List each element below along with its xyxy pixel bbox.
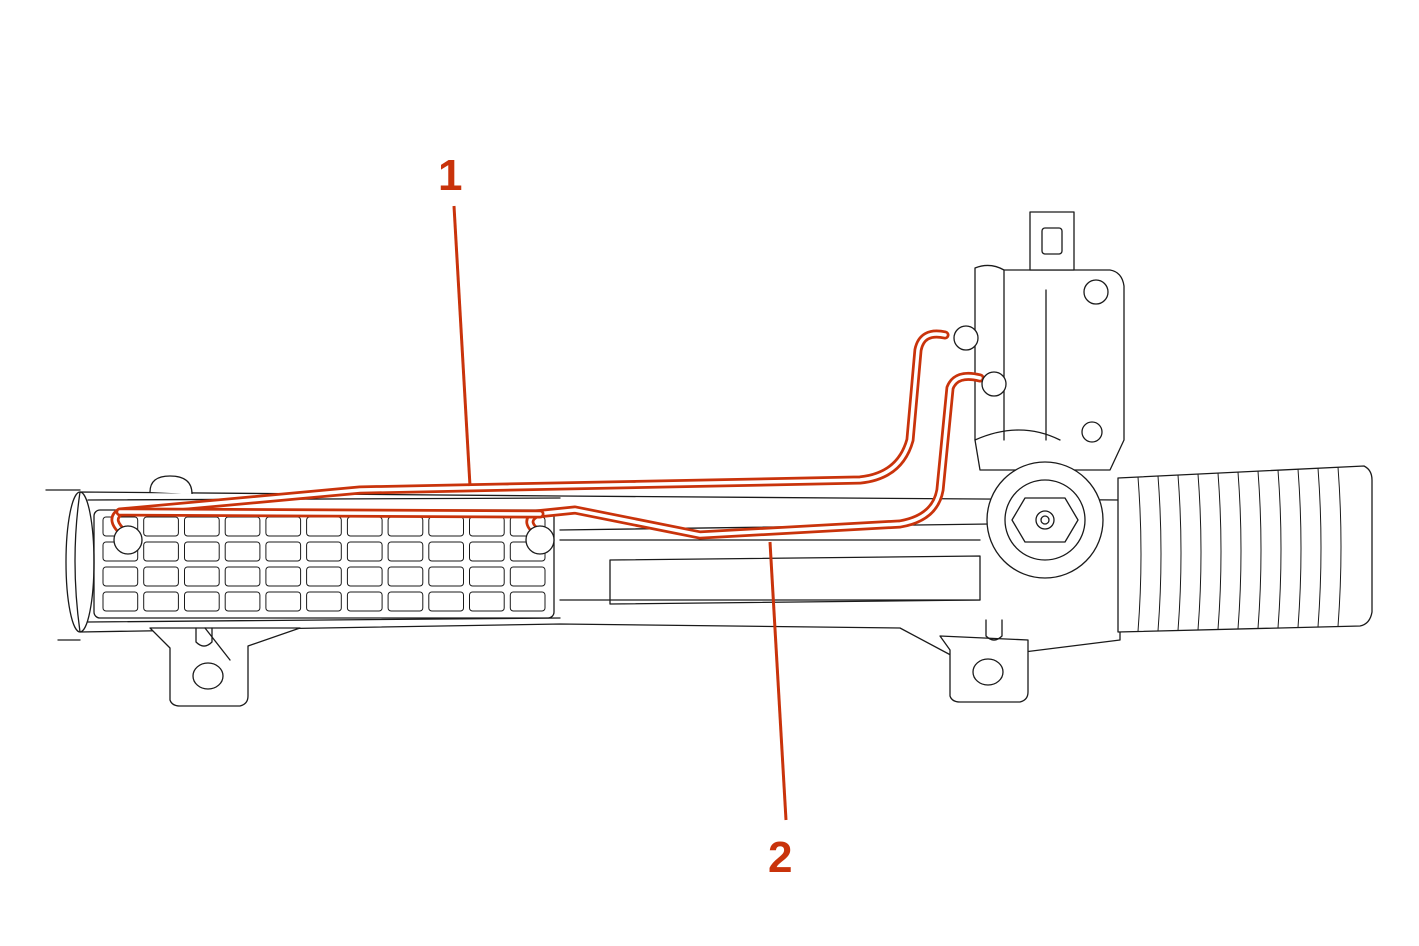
bellows-fold (1137, 476, 1142, 632)
sleeve-rib-cell (143, 516, 179, 537)
sleeve-rib-cell (143, 541, 179, 562)
sleeve-rib-cell (469, 591, 505, 612)
sleeve-rib-cell (509, 591, 546, 612)
sleeve-rib-cell (306, 591, 342, 612)
bellows-fold (1337, 466, 1342, 627)
sleeve-rib-cell (509, 566, 546, 587)
bellows-fold (1197, 473, 1202, 631)
bellows-fold (1217, 472, 1222, 630)
sleeve-rib-cell (184, 566, 220, 587)
sleeve-rib-cell (306, 541, 342, 562)
bellows-fold (1237, 471, 1242, 630)
callout-2-label: 2 (768, 833, 793, 882)
pipe-2 (115, 371, 985, 540)
valve-body (974, 211, 1125, 471)
sleeve-rib-cell (387, 566, 424, 587)
left-mount-bracket (149, 475, 301, 707)
callout-1-leader (452, 205, 472, 487)
sleeve-rib-cell (428, 591, 464, 612)
sleeve-rib-cell (387, 591, 424, 612)
pipe-1 (110, 329, 950, 539)
sleeve-rib-cell (265, 591, 302, 612)
bellows-boot (1117, 465, 1373, 633)
bellows-fold (1317, 467, 1322, 628)
sleeve-rib-cell (224, 591, 261, 612)
bellows-fold (1297, 468, 1302, 628)
sleeve-rib-cell (346, 566, 383, 587)
sleeve-rib-cell (224, 541, 261, 562)
bellows-fold (1277, 469, 1282, 629)
sleeve-rib-cell (469, 541, 505, 562)
bellows-fold (1177, 474, 1182, 631)
bellows-fold (1157, 475, 1162, 632)
sleeve-rib-cell (306, 566, 342, 587)
sleeve-rib-cell (346, 591, 383, 612)
right-mount-bracket (939, 619, 1029, 703)
sleeve-rib-cell (184, 591, 220, 612)
sleeve-rib-cell (346, 541, 383, 562)
sleeve-rib-cell (143, 591, 179, 612)
sleeve-rib-cell (184, 516, 220, 537)
rack-housing (45, 489, 1121, 661)
sleeve-rib-cell (387, 541, 424, 562)
sleeve-rib-cell (265, 566, 302, 587)
sleeve-rib-cell (102, 566, 139, 587)
fitting-nuts (113, 325, 1007, 555)
bellows-fold (1257, 470, 1262, 629)
adjuster-plug (986, 461, 1104, 579)
sleeve-rib-cell (224, 566, 261, 587)
sleeve-rib-cell (469, 566, 505, 587)
sleeve-rib-cell (184, 541, 220, 562)
callout-2-leader (768, 541, 788, 821)
sleeve-rib-cell (428, 566, 464, 587)
sleeve-rib-cell (143, 566, 179, 587)
callout-1-label: 1 (438, 151, 463, 200)
sleeve-rib-cell (428, 541, 464, 562)
sleeve-rib-cell (265, 541, 302, 562)
sleeve-rib-cell (102, 591, 139, 612)
